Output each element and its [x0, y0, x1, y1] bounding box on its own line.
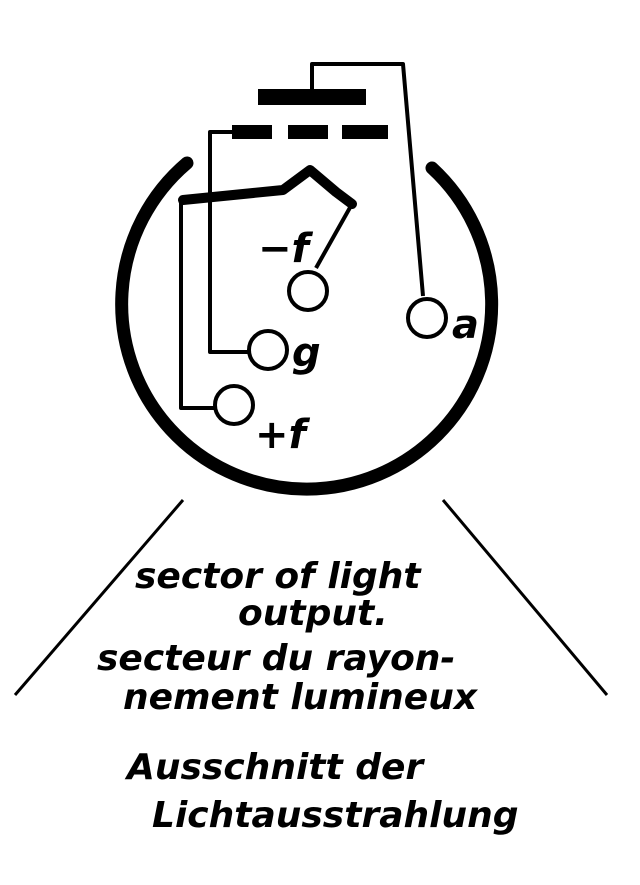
pin-label-a: a — [452, 302, 479, 348]
caption-de-line1: Ausschnitt der — [124, 747, 425, 788]
pin-label-g: g — [292, 330, 321, 376]
caption-en-line2: output. — [238, 593, 388, 634]
grid-lead — [208, 130, 250, 354]
caption-fr-line1: secteur du rayon- — [97, 638, 455, 679]
sector-line-right — [441, 499, 609, 696]
pin-pos-f — [213, 384, 255, 426]
caption-en-line1: sector of light — [135, 556, 422, 597]
sector-line-left — [13, 499, 185, 696]
caption-de-line2: Lichtausstrahlung — [152, 795, 519, 836]
grid-dash — [232, 125, 272, 139]
pin-label-neg-f: −f — [258, 226, 314, 272]
anode-plate — [258, 89, 366, 105]
caption-fr-line2: nement lumineux — [123, 677, 479, 718]
grid-dash — [342, 125, 388, 139]
pin-neg-f — [287, 270, 329, 312]
tube-envelope — [115, 156, 499, 496]
pin-a — [406, 297, 448, 339]
filament — [178, 165, 357, 209]
pin-label-pos-f: +f — [255, 412, 311, 458]
pin-g — [247, 329, 289, 371]
filament-lead-pos — [179, 198, 215, 410]
grid-dash — [288, 125, 328, 139]
anode-lead — [310, 62, 425, 297]
filament-lead-neg — [314, 203, 354, 269]
